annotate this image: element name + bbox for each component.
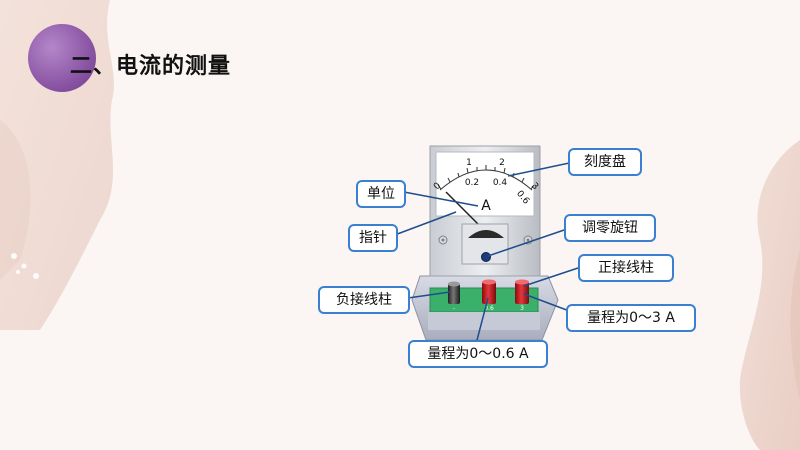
label-positive-terminal: 正接线柱 <box>578 254 674 282</box>
terminal-mark: 0.6 <box>484 305 494 312</box>
connector-range-3a <box>523 293 573 313</box>
connector-pointer <box>391 211 457 237</box>
terminal-mark: 3 <box>520 305 524 312</box>
scale-top-label: 0 <box>432 181 443 192</box>
connector-unit <box>403 191 479 207</box>
terminal-3a-post <box>515 279 529 304</box>
scale-bottom-label: 0.2 <box>465 178 479 188</box>
terminal-06a-post <box>482 279 496 304</box>
label-unit: 单位 <box>356 180 406 208</box>
unit-symbol: A <box>481 198 491 214</box>
scale-top-label: 1 <box>466 158 472 168</box>
label-range-06a: 量程为0～0.6 A <box>408 340 548 368</box>
negative-terminal-post <box>448 281 460 304</box>
connector-zero-knob <box>487 227 571 257</box>
connector-dial <box>507 161 575 177</box>
label-range-3a: 量程为0～3 A <box>566 304 696 332</box>
terminal-mark: - <box>453 305 455 312</box>
scale-top-label: 2 <box>499 158 505 168</box>
scale-bottom-label: 0.4 <box>493 178 508 188</box>
label-dial: 刻度盘 <box>568 148 642 176</box>
slide-title: 二、电流的测量 <box>70 54 232 79</box>
connector-negative <box>407 291 451 299</box>
connector-range-06a <box>475 297 489 345</box>
label-negative-terminal: 负接线柱 <box>318 286 410 314</box>
scale-top-label: 3 <box>529 181 540 192</box>
title-bullet-circle <box>28 24 96 92</box>
connector-positive <box>523 265 585 287</box>
label-pointer: 指针 <box>348 224 398 252</box>
label-zero-knob: 调零旋钮 <box>564 214 656 242</box>
ammeter-case <box>429 145 541 277</box>
